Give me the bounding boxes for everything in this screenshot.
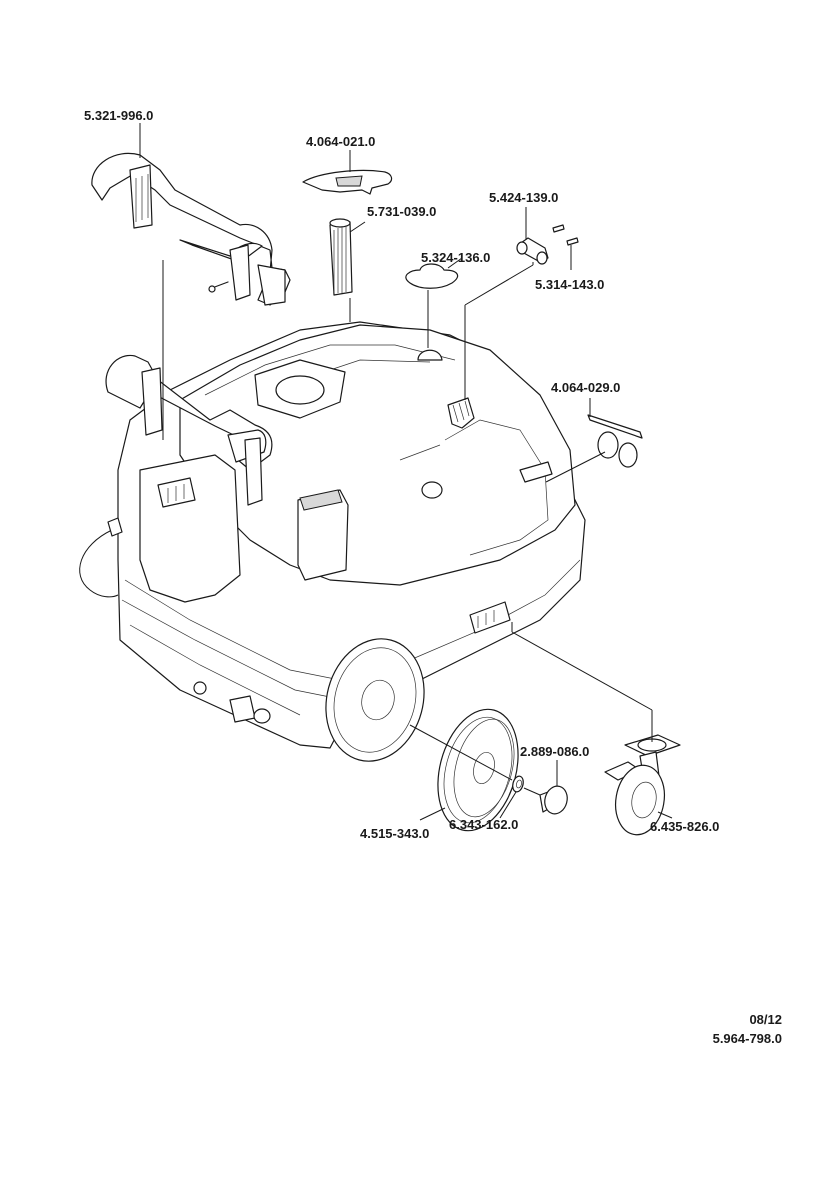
part-label-flap: 4.064-029.0 — [551, 380, 620, 395]
leader-line — [419, 807, 446, 821]
part-flap[interactable] — [587, 414, 643, 468]
leader-line — [511, 631, 653, 711]
leader-line — [499, 791, 517, 819]
leader-line — [545, 451, 606, 483]
part-bracket[interactable] — [516, 237, 549, 265]
part-label-filter-cover: 4.064-021.0 — [306, 134, 375, 149]
part-handle[interactable] — [91, 152, 291, 306]
leader-line — [447, 257, 463, 269]
part-label-filter-cartridge: 5.731-039.0 — [367, 204, 436, 219]
part-label-retaining-washer: 6.343-162.0 — [449, 817, 518, 832]
part-pin[interactable] — [552, 224, 579, 246]
leader-line — [464, 264, 534, 306]
leader-line — [409, 724, 513, 781]
part-label-swivel-castor: 6.435-826.0 — [650, 819, 719, 834]
part-knob-cap[interactable] — [405, 263, 459, 289]
part-label-knob-cap: 5.324-136.0 — [421, 250, 490, 265]
part-retaining-washer[interactable] — [511, 775, 525, 793]
part-swivel-castor[interactable] — [604, 734, 681, 839]
footer-document-number: 5.964-798.0 — [712, 1031, 782, 1046]
machine-body — [79, 321, 586, 762]
part-filter-cover[interactable] — [302, 169, 393, 195]
leader-line — [349, 221, 366, 233]
part-label-handle: 5.321-996.0 — [84, 108, 153, 123]
leader-line — [523, 787, 541, 796]
part-label-wheel: 4.515-343.0 — [360, 826, 429, 841]
part-label-pin: 5.314-143.0 — [535, 277, 604, 292]
leader-line — [657, 811, 673, 819]
part-label-bracket: 5.424-139.0 — [489, 190, 558, 205]
part-filter-cartridge[interactable] — [329, 218, 353, 296]
part-hub-cap[interactable] — [539, 784, 570, 817]
footer-date: 08/12 — [749, 1012, 782, 1027]
part-label-hub-cap: 2.889-086.0 — [520, 744, 589, 759]
mounted-wheel — [325, 638, 425, 762]
